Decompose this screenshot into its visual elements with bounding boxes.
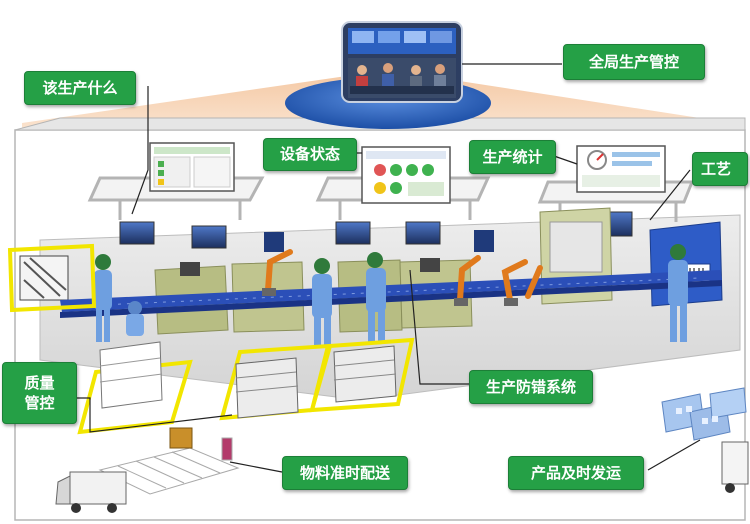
dashboard-screens — [149, 142, 666, 204]
callout-quality-control: 质量 管控 — [2, 362, 77, 424]
material-racks — [99, 341, 397, 419]
callout-quality-line2: 管控 — [24, 394, 55, 412]
monitor-icon — [119, 211, 633, 252]
callout-error-proofing: 生产防错系统 — [469, 370, 593, 404]
callout-production-stats: 生产统计 — [469, 140, 556, 174]
warehouse-grid — [98, 427, 240, 495]
worker-icon — [94, 244, 688, 348]
control-room-photo — [341, 21, 463, 103]
warehouse-buildings-icon — [661, 387, 749, 493]
callout-equipment-status: 设备状态 — [263, 138, 357, 171]
callout-quality-line1: 质量 — [24, 373, 55, 392]
robot-arm-icon — [265, 249, 543, 303]
forklift-truck-icon — [55, 471, 127, 513]
callout-what-to-produce: 该生产什么 — [24, 71, 136, 105]
callout-material-delivery: 物料准时配送 — [282, 456, 408, 490]
callout-process: 工艺 — [692, 152, 748, 186]
robot-bases — [262, 288, 518, 306]
conveyor-line — [60, 270, 722, 318]
callout-global-control: 全局生产管控 — [563, 44, 705, 80]
callout-product-shipping: 产品及时发运 — [508, 456, 644, 490]
callout-leaders — [75, 63, 701, 473]
